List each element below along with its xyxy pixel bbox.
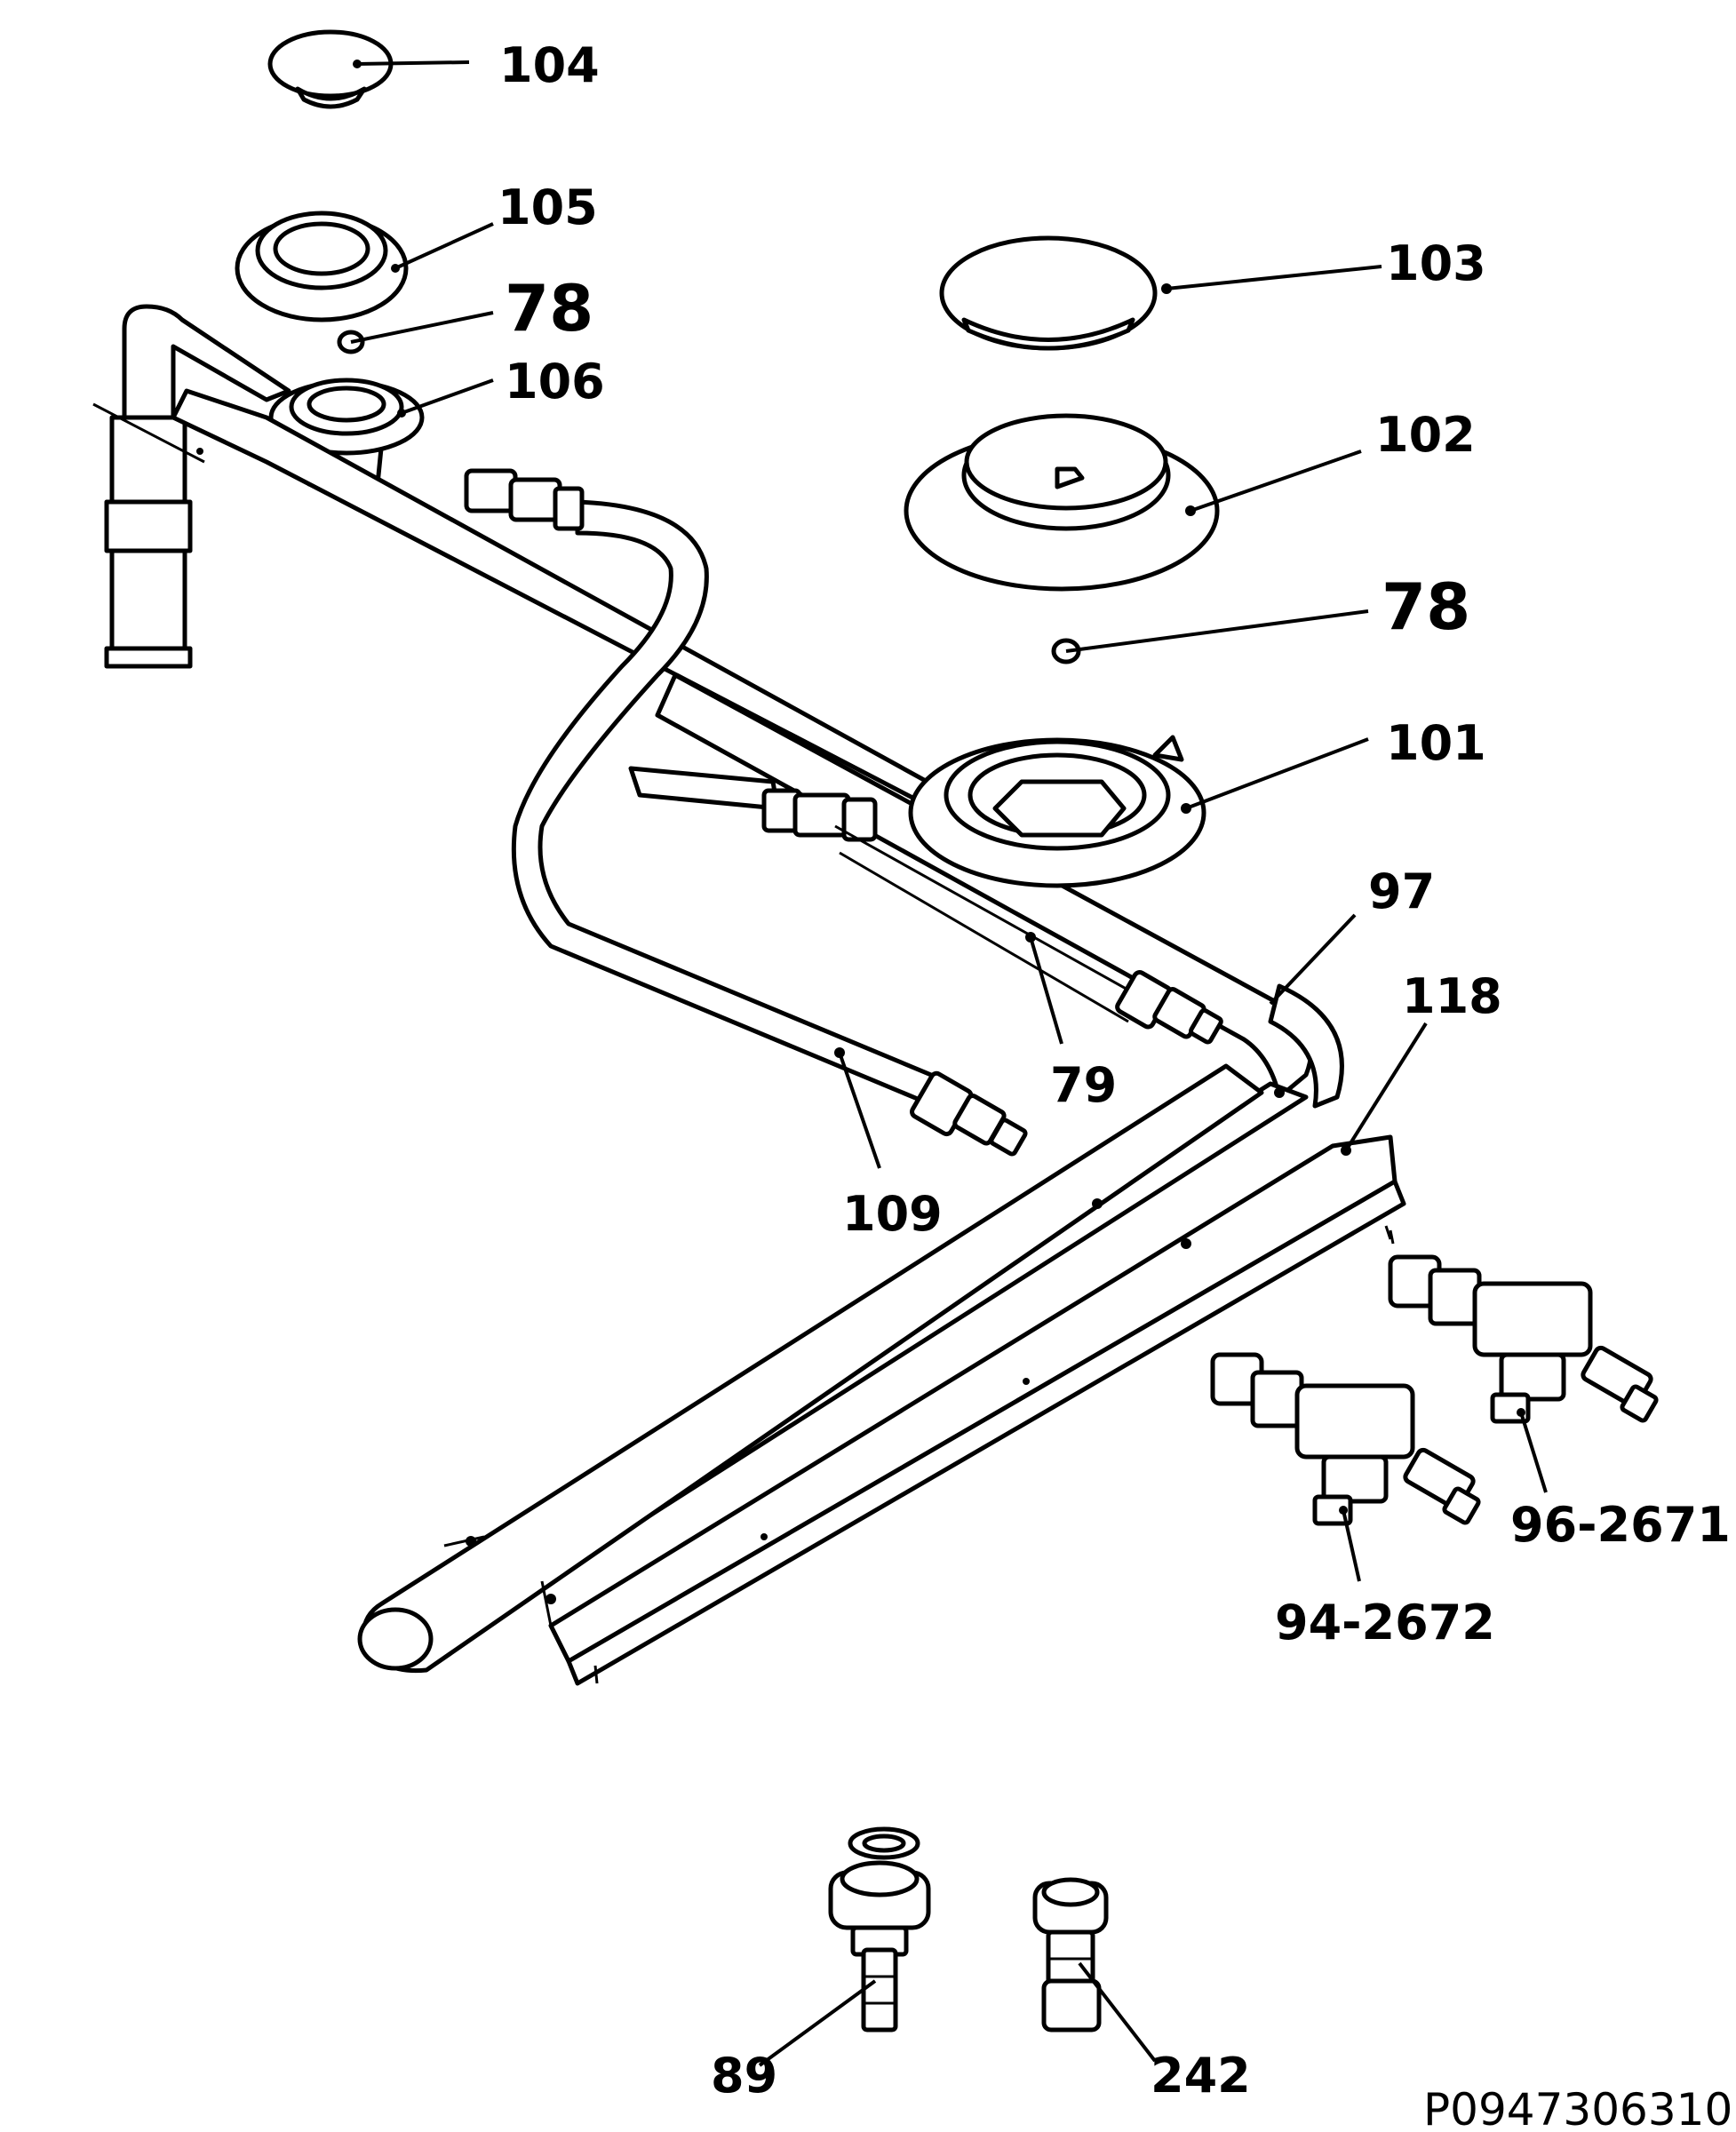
callout-106: 106 bbox=[505, 354, 605, 410]
callout-103: 103 bbox=[1386, 235, 1486, 291]
callout-78-lower: 78 bbox=[1382, 569, 1470, 644]
callout-94-2672: 94-2672 bbox=[1275, 1595, 1495, 1651]
callout-109: 109 bbox=[842, 1186, 943, 1242]
callout-105: 105 bbox=[498, 179, 598, 235]
callout-97: 97 bbox=[1368, 863, 1435, 919]
callout-118: 118 bbox=[1402, 968, 1502, 1024]
callout-79: 79 bbox=[1050, 1057, 1117, 1113]
callout-78-upper: 78 bbox=[505, 271, 593, 346]
part-105-burner-crown bbox=[235, 211, 409, 322]
callout-labels: 104 105 78 106 103 102 78 101 97 118 79 … bbox=[498, 37, 1736, 2132]
part-94-2672-gas-tap bbox=[1210, 1352, 1481, 1526]
part-118-support-bracket bbox=[443, 1134, 1406, 1686]
gas-pipe-assembly bbox=[92, 304, 1344, 1674]
part-101-burner-base bbox=[908, 735, 1206, 888]
part-104-small-cap bbox=[267, 29, 394, 109]
callout-101: 101 bbox=[1386, 715, 1486, 771]
callout-89: 89 bbox=[711, 2048, 777, 2104]
leader-lines bbox=[350, 60, 1548, 2067]
part-96-2671-gas-tap bbox=[1388, 1229, 1659, 1424]
part-103-large-cap bbox=[939, 235, 1172, 351]
part-102-large-crown bbox=[904, 413, 1220, 592]
part-242-nozzle bbox=[1032, 1877, 1109, 2033]
part-89-inlet-fitting bbox=[828, 1826, 931, 2033]
callout-102: 102 bbox=[1375, 407, 1476, 463]
callout-104: 104 bbox=[499, 37, 600, 93]
callout-242: 242 bbox=[1151, 2048, 1251, 2104]
part-79-injector-pipe bbox=[628, 766, 1223, 1045]
drawing-code: P09473063107 bbox=[1423, 2084, 1736, 2132]
callout-96-2671: 96-2671 bbox=[1510, 1497, 1731, 1553]
